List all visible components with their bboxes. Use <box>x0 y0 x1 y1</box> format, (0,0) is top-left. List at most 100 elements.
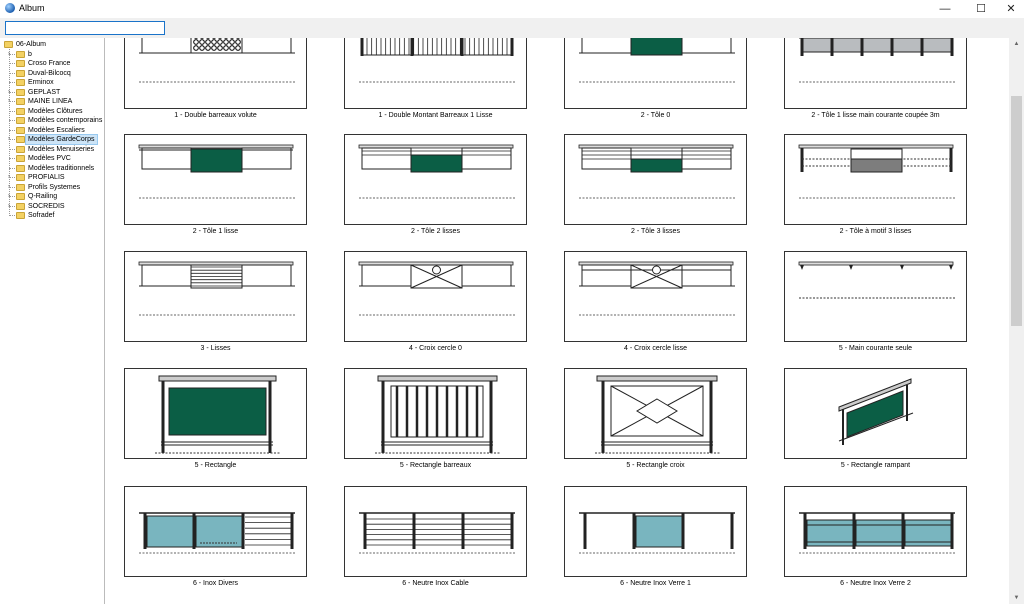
railing-drawing <box>578 261 735 316</box>
album-thumbnail[interactable] <box>344 368 527 459</box>
album-thumbnail[interactable] <box>124 134 307 225</box>
thumbnail-caption: 4 - Croix cercle 0 <box>409 345 462 352</box>
chevron-right-icon[interactable]: › <box>8 193 10 199</box>
railing-drawing <box>579 38 735 83</box>
tree-item-label: SOCREDIS <box>28 202 65 210</box>
close-button[interactable]: ✕ <box>1006 3 1016 15</box>
thumbnail-caption: 6 - Neutre Inox Cable <box>402 580 469 587</box>
album-thumbnail[interactable] <box>124 368 307 459</box>
chevron-right-icon[interactable]: › <box>8 174 10 180</box>
tree-item-label: 06-Album <box>16 41 46 48</box>
tree-item-label: Modèles contemporains <box>28 117 103 124</box>
tree-item-label: Modèles Menuiseries <box>28 145 95 153</box>
tree-guide-line <box>9 129 15 131</box>
album-thumbnail[interactable] <box>564 251 747 342</box>
railing-drawing <box>838 378 914 445</box>
chevron-right-icon[interactable]: › <box>8 88 10 95</box>
thumbnail-caption: 1 - Double Montant Barreaux 1 Lisse <box>378 112 493 119</box>
album-thumbnail[interactable] <box>344 38 527 109</box>
chevron-right-icon[interactable]: › <box>8 202 10 209</box>
chevron-right-icon[interactable]: › <box>8 183 10 190</box>
folder-icon <box>16 50 25 58</box>
scroll-down-icon[interactable]: ▼ <box>1013 595 1020 601</box>
folder-icon <box>16 98 25 105</box>
folder-icon <box>16 212 25 219</box>
chevron-right-icon[interactable]: › <box>8 98 10 104</box>
maximize-button[interactable]: ☐ <box>976 3 986 15</box>
folder-icon <box>16 183 25 191</box>
tree-guide-line <box>9 63 15 64</box>
railing-drawing <box>358 261 515 316</box>
folder-icon <box>16 60 25 67</box>
tree-guide-line <box>9 82 15 83</box>
railing-drawing <box>578 144 735 199</box>
tree-item-label: Modèles PVC <box>28 155 71 162</box>
tree-guide-line <box>9 148 15 150</box>
app-icon <box>5 3 15 13</box>
tree-guide-line <box>9 196 15 197</box>
railing-drawing <box>359 38 515 83</box>
thumbnail-caption: 6 - Neutre Inox Verre 1 <box>620 580 691 587</box>
thumbnail-caption: 5 - Rectangle rampant <box>840 462 911 469</box>
vertical-scrollbar[interactable]: ▲ ▼ <box>1009 38 1024 604</box>
scroll-up-icon[interactable]: ▲ <box>1013 41 1020 47</box>
tree-item-label: Modèles traditionnels <box>28 164 95 172</box>
album-thumbnail[interactable] <box>124 486 307 577</box>
album-thumbnail[interactable] <box>784 134 967 225</box>
thumbnail-caption: 5 - Rectangle barreaux <box>399 462 472 469</box>
folder-icon <box>16 69 25 77</box>
tree-item-label: Modèles Clôtures <box>28 107 83 115</box>
tree-guide-line <box>9 205 15 207</box>
tree-guide-line <box>9 53 15 55</box>
album-thumbnail[interactable] <box>784 251 967 342</box>
album-thumbnail[interactable] <box>344 134 527 225</box>
tree-item-label: Modèles Escaliers <box>28 126 85 134</box>
thumbnail-caption: 5 - Rectangle croix <box>626 462 685 469</box>
railing-drawing <box>138 144 295 199</box>
railing-drawing <box>798 144 955 199</box>
album-thumbnail[interactable] <box>344 486 527 577</box>
tree-item-label: Duval-Bilcocq <box>28 69 71 77</box>
tree-item-label: Profils Systemes <box>28 183 81 191</box>
tree-item-label: b <box>28 50 32 58</box>
folder-icon <box>16 79 25 86</box>
search-input[interactable] <box>5 21 165 35</box>
folder-icon <box>16 126 25 134</box>
tree-guide-line <box>9 120 15 121</box>
folder-icon <box>16 202 25 210</box>
tree-item-label: PROFIALIS <box>28 174 65 181</box>
tree-item-label: MAINE LINEA <box>28 98 73 105</box>
album-thumbnail[interactable] <box>564 486 747 577</box>
folder-icon <box>16 107 25 115</box>
album-thumbnail[interactable] <box>124 38 307 109</box>
minimize-button[interactable]: — <box>939 3 951 15</box>
chevron-right-icon[interactable]: › <box>8 50 10 57</box>
railing-drawing <box>138 261 295 316</box>
album-thumbnail[interactable] <box>784 38 967 109</box>
window-title: Album <box>19 3 45 13</box>
album-thumbnail[interactable] <box>124 251 307 342</box>
tree-item-label: Modèles GardeCorps <box>25 134 98 145</box>
title-bar: Album — ☐ ✕ <box>0 0 1024 18</box>
album-thumbnail[interactable] <box>784 486 967 577</box>
scroll-thumb[interactable] <box>1011 96 1022 326</box>
tree-guide-line <box>9 167 15 169</box>
tree-guide-line <box>9 215 15 216</box>
album-thumbnail[interactable] <box>564 134 747 225</box>
folder-icon <box>16 193 25 200</box>
album-thumbnail[interactable] <box>784 368 967 459</box>
tree-guide-line <box>9 177 15 178</box>
thumbnail-caption: 2 - Tôle 3 lisses <box>631 228 680 235</box>
album-thumbnail[interactable] <box>564 38 747 109</box>
folder-icon <box>16 136 25 143</box>
railing-drawing <box>595 375 720 454</box>
folder-icon <box>4 41 13 48</box>
album-thumbnail[interactable] <box>344 251 527 342</box>
chevron-right-icon[interactable]: › <box>8 136 10 142</box>
railing-drawing <box>155 375 280 454</box>
thumbnail-caption: 6 - Inox Divers <box>192 580 239 587</box>
railing-drawing <box>358 144 515 199</box>
tree-guide-line <box>9 139 15 140</box>
album-thumbnail[interactable] <box>564 368 747 459</box>
tree-guide-line <box>9 72 15 74</box>
